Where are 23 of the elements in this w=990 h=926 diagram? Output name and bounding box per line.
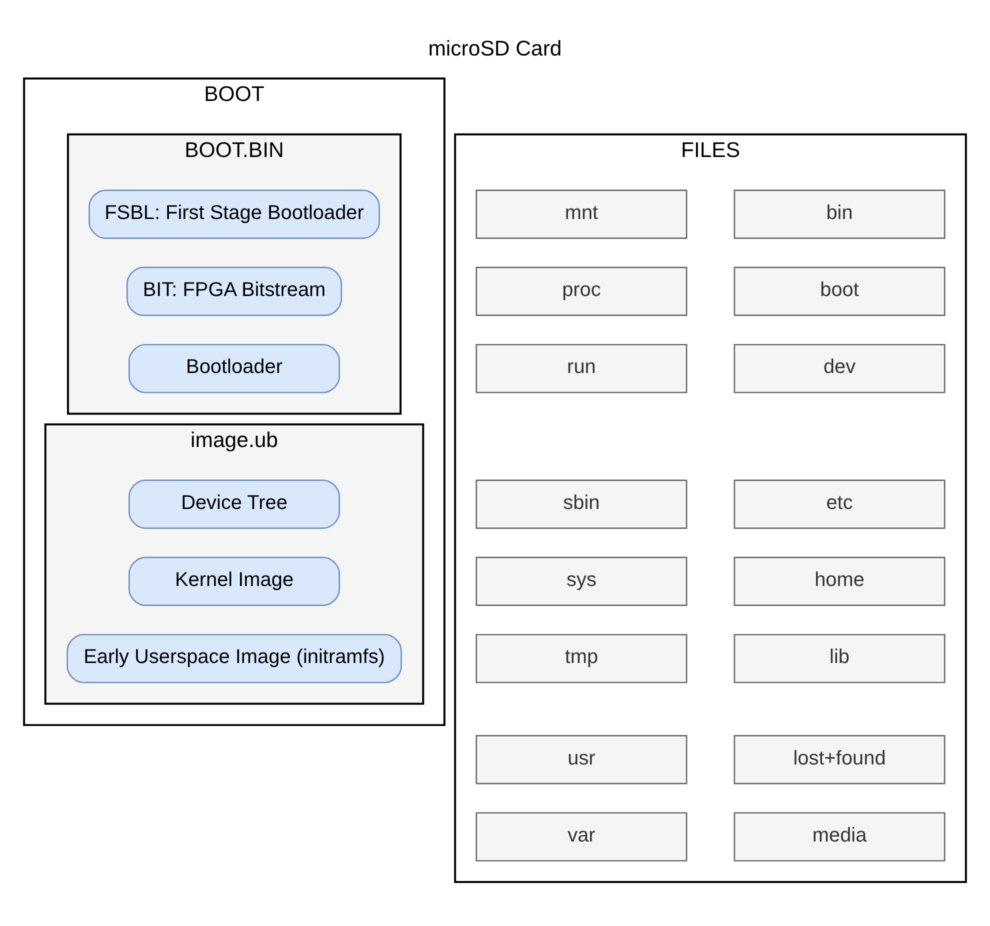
node-box: BIT: FPGA Bitstream xyxy=(126,266,342,316)
node-box: sys xyxy=(476,556,688,606)
node-box: mnt xyxy=(476,190,688,239)
node-box: proc xyxy=(476,266,688,316)
node-box: Kernel Image xyxy=(128,556,340,606)
node-box: Bootloader xyxy=(128,344,340,394)
node-box: run xyxy=(476,344,688,394)
node-box: Device Tree xyxy=(128,480,340,529)
diagram-title: microSD Card xyxy=(428,36,562,61)
node-box: usr xyxy=(476,735,688,784)
node-box: home xyxy=(734,556,946,606)
node-box: tmp xyxy=(476,634,688,684)
node-box: sbin xyxy=(476,480,688,529)
node-box: etc xyxy=(734,480,946,529)
node-box: var xyxy=(476,812,688,862)
node-box: media xyxy=(734,812,946,862)
node-box: lost+found xyxy=(734,735,946,784)
node-box: FSBL: First Stage Bootloader xyxy=(88,190,380,239)
node-box: bin xyxy=(734,190,946,239)
node-box: boot xyxy=(734,266,946,316)
node-box: lib xyxy=(734,634,946,684)
node-box: Early Userspace Image (initramfs) xyxy=(66,634,402,684)
node-box: dev xyxy=(734,344,946,394)
